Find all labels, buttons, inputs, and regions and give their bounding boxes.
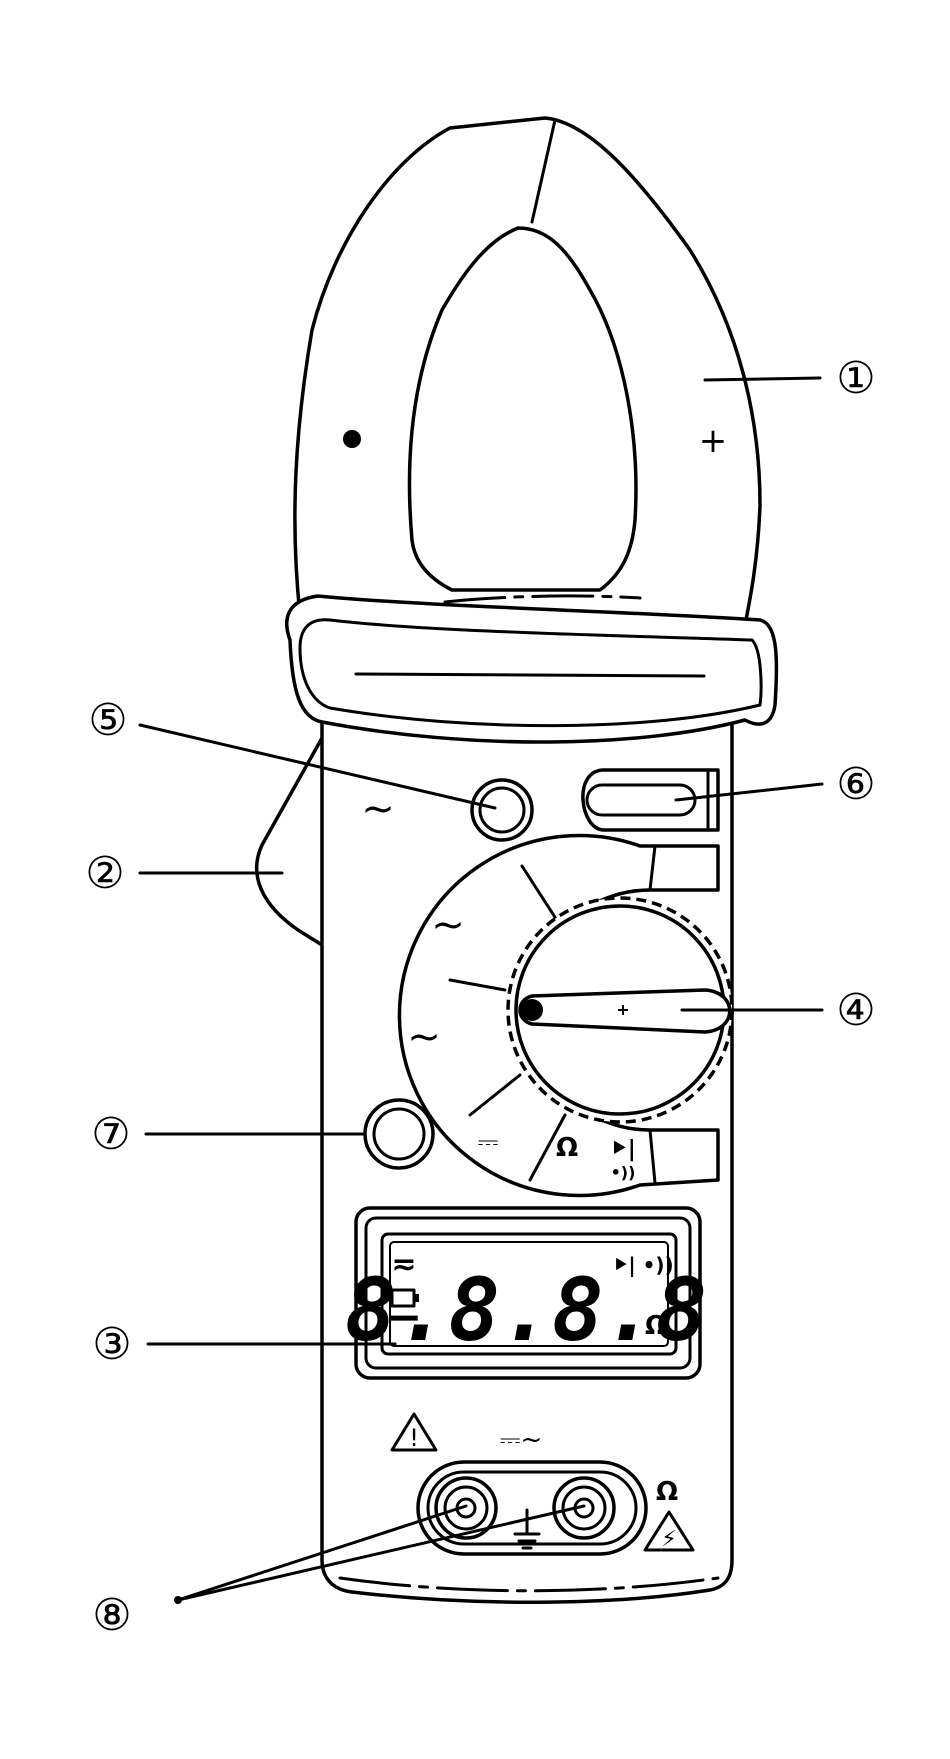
ac-symbol-near-button: ~ — [361, 786, 395, 832]
dial-ohm: Ω — [556, 1133, 578, 1163]
ac-button-5[interactable] — [472, 780, 532, 840]
input-terminals-8[interactable] — [418, 1462, 646, 1554]
jaw-plus-mark: + — [699, 421, 728, 461]
callout-8: ⑧ — [92, 1591, 131, 1640]
guard-outer — [287, 596, 777, 742]
terminal-input-label: ⎓~ — [500, 1425, 543, 1455]
callout-3: ③ — [92, 1320, 131, 1369]
callout-6: ⑥ — [836, 760, 875, 809]
svg-text:!: ! — [409, 1424, 419, 1452]
lcd-display-3: ≂ − 8.8.8.8 ⯈| •)) Ω — [345, 1208, 707, 1378]
callout-5: ⑤ — [88, 696, 127, 745]
data-hold-switch-6[interactable] — [583, 770, 718, 830]
dial-ac-lower: ~ — [407, 1014, 441, 1060]
dial-diode-icon: ⯈| — [610, 1137, 636, 1162]
callout-7: ⑦ — [91, 1110, 130, 1159]
lcd-unit: Ω — [645, 1311, 667, 1341]
v-ohm-terminal-jack[interactable] — [554, 1478, 614, 1538]
guard-bar — [356, 674, 704, 676]
svg-text:⚡: ⚡ — [661, 1527, 676, 1552]
jaw-dot-mark — [343, 430, 361, 448]
callout-4: ④ — [836, 986, 875, 1035]
callout-2: ② — [85, 849, 124, 898]
dial-dc: ⎓ — [478, 1127, 499, 1157]
clamp-jaw: + — [295, 118, 760, 625]
lcd-diode-continuity: ⯈| •)) — [612, 1253, 673, 1277]
hand-guard — [287, 596, 777, 742]
dial-continuity-icon: •)) — [611, 1163, 636, 1182]
dial-ac-upper: ~ — [431, 902, 465, 948]
jaw-trigger[interactable] — [257, 738, 330, 950]
knob-indicator-dot — [521, 999, 543, 1021]
terminal-ohm-label: Ω — [656, 1477, 678, 1507]
callout-1: ① — [836, 354, 875, 403]
zero-button-7[interactable] — [365, 1100, 433, 1168]
